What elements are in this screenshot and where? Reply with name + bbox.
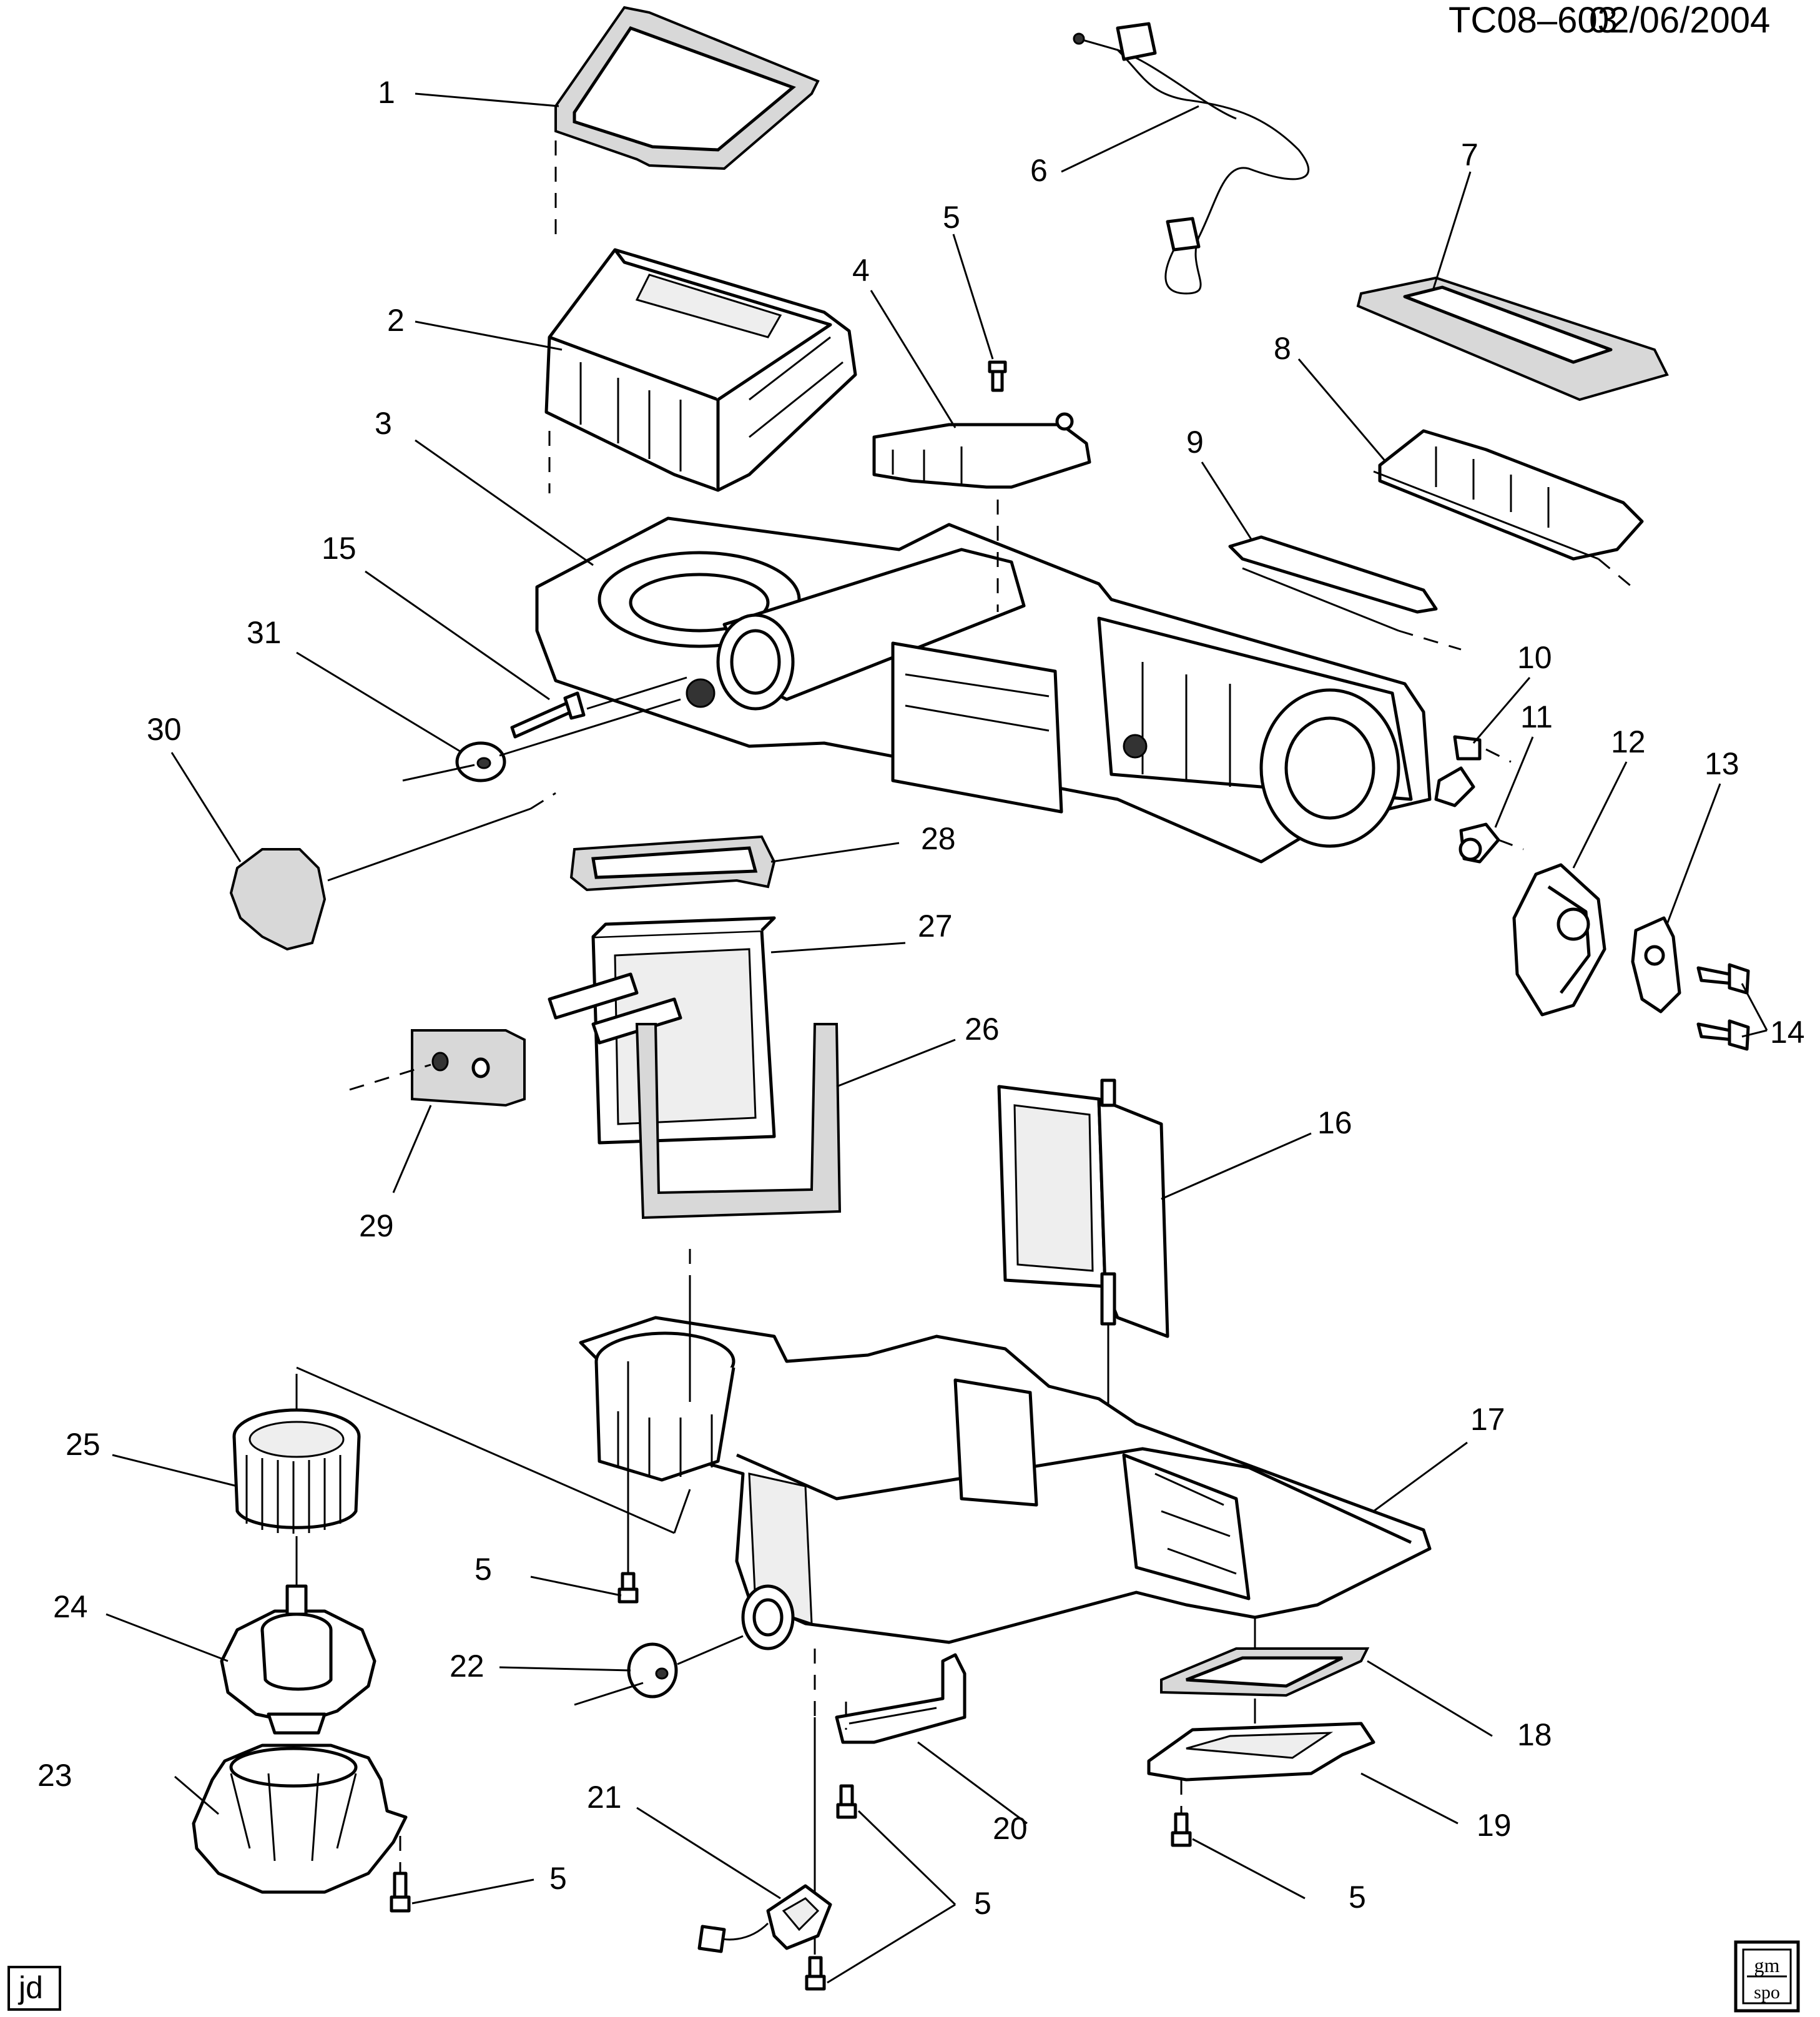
- part-5-screw-center: [617, 1572, 639, 1604]
- part-20-bracket: [835, 1653, 967, 1744]
- part-5-screw-bottom-center-b: [805, 1956, 826, 1991]
- part-24-blower-motor: [220, 1584, 376, 1735]
- callout-6: 6: [1030, 153, 1048, 188]
- callout-16: 16: [1317, 1105, 1352, 1140]
- callout-20: 20: [993, 1811, 1028, 1846]
- callout-11: 11: [1520, 699, 1553, 734]
- part-6-wire-harness: [1073, 22, 1310, 295]
- callout-2: 2: [387, 303, 405, 338]
- callout-25: 25: [66, 1427, 101, 1462]
- part-31-grommet: [455, 741, 506, 782]
- callout-23: 23: [37, 1758, 72, 1793]
- part-25-blower-wheel: [232, 1408, 361, 1534]
- callout-31: 31: [247, 615, 282, 650]
- callout-29: 29: [359, 1208, 394, 1243]
- part-17-lower-case: [579, 1316, 1432, 1650]
- leader-lines: [106, 92, 1768, 1984]
- part-28-gasket: [569, 835, 776, 892]
- part-5-screw-left: [390, 1872, 411, 1913]
- callout-13: 13: [1704, 746, 1739, 781]
- callout-15: 15: [322, 531, 357, 566]
- part-30-cap: [229, 848, 327, 951]
- part-5-screw-top: [988, 360, 1007, 392]
- part-18-filter-gasket: [1160, 1647, 1370, 1697]
- callout-30: 30: [147, 712, 182, 747]
- callout-18: 18: [1517, 1717, 1552, 1752]
- part-2-upper-housing: [544, 248, 857, 492]
- part-19-filter: [1147, 1722, 1375, 1782]
- diagram-date: 02/06/2004: [1589, 0, 1770, 41]
- part-3-upper-case: [535, 516, 1432, 864]
- callout-28: 28: [921, 821, 956, 856]
- part-12-actuator: [1512, 863, 1606, 1017]
- callout-19: 19: [1477, 1808, 1512, 1843]
- callout-5-top: 5: [943, 200, 960, 235]
- part-26-gasket: [635, 1023, 842, 1220]
- callout-12: 12: [1611, 724, 1646, 759]
- callout-4: 4: [852, 253, 870, 288]
- part-22-grommet: [627, 1642, 678, 1699]
- diagram-code: TC08–603: [1449, 0, 1618, 41]
- callout-9: 9: [1186, 425, 1204, 460]
- part-1-gasket: [554, 6, 820, 170]
- part-10-actuator-link: [1434, 735, 1482, 807]
- callout-21: 21: [587, 1780, 622, 1815]
- logo-spo: spo: [1754, 1982, 1780, 2003]
- callout-17: 17: [1470, 1402, 1505, 1437]
- part-14-screws: [1696, 963, 1750, 1051]
- part-29-seal-block: [411, 1029, 526, 1107]
- gmspo-logo: gm spo: [1734, 1940, 1800, 2013]
- initials-text: jd: [17, 1970, 43, 2005]
- callout-3: 3: [375, 406, 392, 441]
- callout-1: 1: [378, 75, 395, 110]
- callout-10: 10: [1517, 640, 1552, 675]
- callout-8: 8: [1274, 331, 1291, 366]
- callout-27: 27: [918, 909, 953, 944]
- callout-5-center: 5: [475, 1552, 492, 1587]
- part-8-door-assembly: [1373, 429, 1644, 561]
- part-4-bracket: [872, 412, 1091, 489]
- part-5-screw-right: [1171, 1812, 1192, 1847]
- logo-gm: gm: [1754, 1954, 1780, 1976]
- part-9-rod: [1228, 535, 1438, 632]
- part-27-heater-core: [548, 916, 776, 1145]
- callout-24: 24: [53, 1589, 88, 1624]
- part-21-resistor: [697, 1884, 832, 1953]
- part-16-blend-door: [997, 1078, 1169, 1338]
- callout-5-bottom: 5: [974, 1886, 991, 1921]
- initials-box: jd: [7, 1966, 61, 2011]
- part-5-screw-bottom-center-a: [836, 1784, 857, 1819]
- callout-26: 26: [965, 1012, 1000, 1047]
- callout-numbers: 1 2 3 4 5 6 7 8 9 10 11 12 13 14 15 16 1…: [37, 75, 1805, 1921]
- callout-7: 7: [1461, 137, 1478, 172]
- callout-5-right: 5: [1349, 1880, 1366, 1915]
- part-13-actuator-small: [1631, 916, 1681, 1013]
- callout-14: 14: [1770, 1015, 1805, 1050]
- part-7-filter-frame: [1356, 276, 1669, 402]
- part-23-motor-housing: [192, 1743, 408, 1894]
- part-11-lever: [1458, 822, 1500, 864]
- callout-5-left: 5: [549, 1861, 567, 1896]
- callout-22: 22: [450, 1649, 485, 1684]
- part-15-screw: [510, 691, 586, 739]
